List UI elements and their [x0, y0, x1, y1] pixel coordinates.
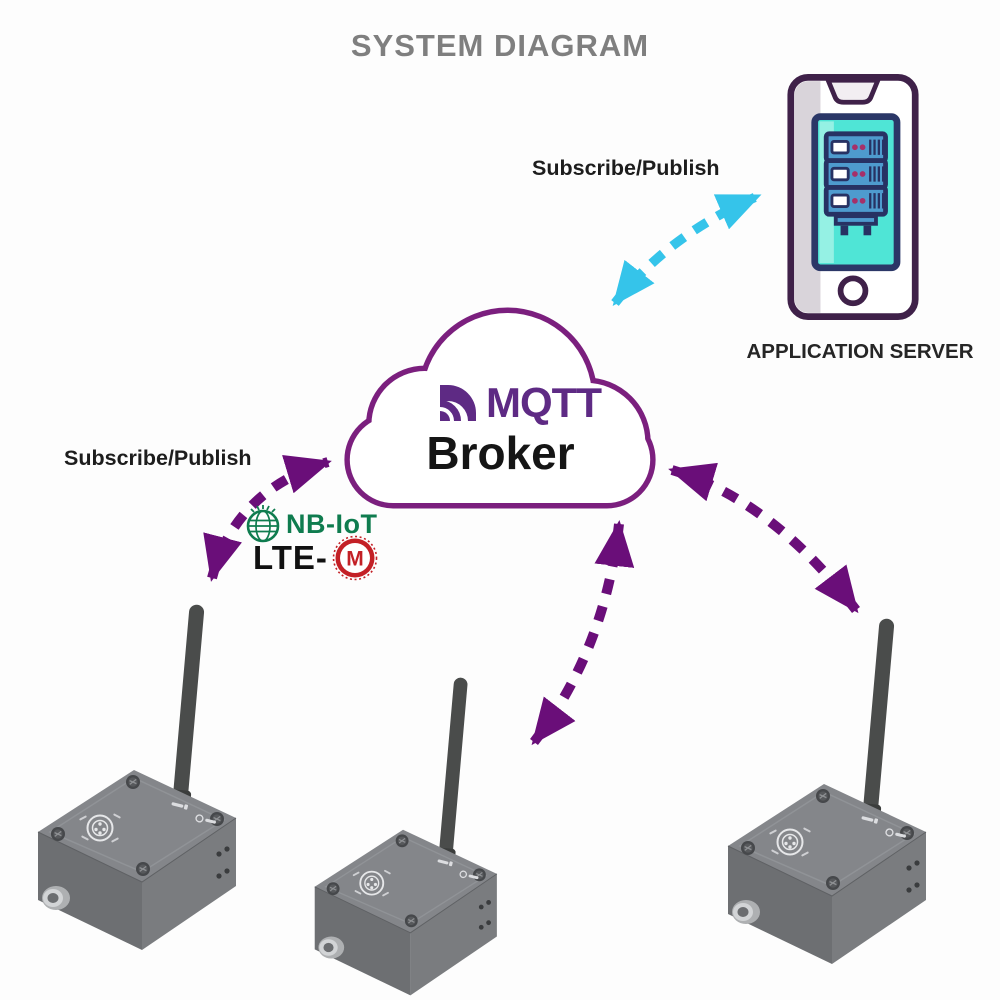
iot-device-2 [300, 666, 512, 1000]
lte-m-letter: M [346, 548, 364, 571]
application-server-icon [787, 74, 919, 320]
application-server-label: APPLICATION SERVER [746, 340, 974, 363]
phone-notch [825, 77, 881, 105]
iot-device-3 [712, 606, 942, 976]
arrow-cloud-device-2 [530, 520, 635, 746]
arrow-cloud-device-3 [668, 462, 860, 614]
lte-m-logo-icon: M [332, 535, 378, 581]
mqtt-logo: MQTT [338, 379, 681, 427]
mqtt-signal-icon [439, 385, 477, 422]
lte-m-badge: LTE- M [253, 535, 378, 581]
phone-home-button [837, 275, 869, 307]
subscribe-publish-label-devices: Subscribe/Publish [64, 446, 252, 470]
mqtt-logo-text: MQTT [486, 379, 602, 426]
server-rack-icon [823, 131, 888, 236]
lte-label: LTE- [253, 539, 328, 576]
mqtt-broker-cloud [344, 307, 656, 509]
arrow-cloud-server [611, 191, 762, 306]
broker-label: Broker [426, 427, 575, 479]
page-title: SYSTEM DIAGRAM [350, 28, 650, 63]
iot-device-1 [22, 592, 252, 962]
subscribe-publish-label-server: Subscribe/Publish [532, 156, 720, 180]
